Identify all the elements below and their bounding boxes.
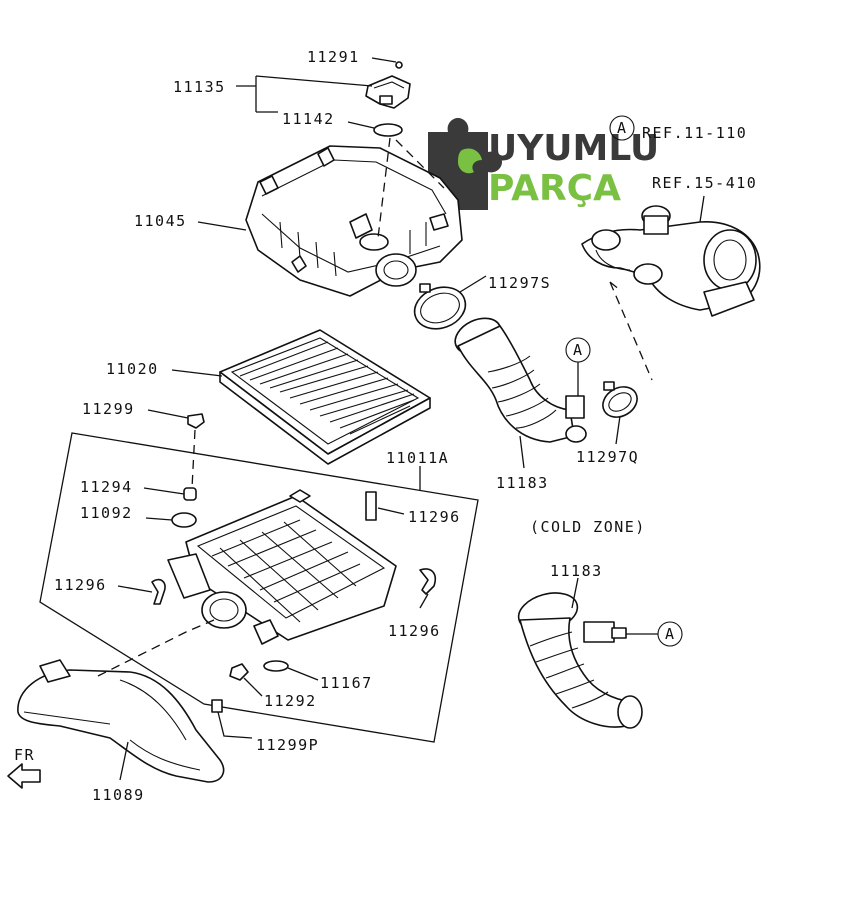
intake-hose-11183-cold-zone [517, 592, 643, 729]
dashed-line-duct-to-case [97, 619, 215, 677]
leader-11045 [197, 221, 247, 231]
leader-11183-cold [571, 577, 579, 609]
ref-a-cold-circle [657, 621, 683, 647]
label-11020: 11020 [106, 360, 159, 378]
label-11142: 11142 [282, 110, 335, 128]
gasket-11167 [263, 660, 289, 672]
label-11297S: 11297S [488, 274, 551, 292]
grommet-11092 [171, 512, 197, 528]
leader-11296-lower [419, 593, 429, 609]
logo-text-parca: PARÇA [488, 168, 621, 209]
label-11135: 11135 [173, 78, 226, 96]
leader-11299 [147, 409, 189, 419]
label-11297Q: 11297Q [576, 448, 639, 466]
lower-case-group-frame [39, 432, 479, 743]
clip-11296-right [419, 568, 436, 595]
air-cleaner-upper-cover-11045 [245, 145, 463, 297]
leader-11296-right [377, 507, 405, 515]
leader-11294 [143, 487, 185, 495]
logo-text-uyumlu: UYUMLU [488, 128, 659, 169]
leader-11135-bracket [236, 75, 373, 113]
airflow-sensor-11135 [365, 61, 411, 109]
leader-11167 [287, 667, 319, 681]
leader-11299P [217, 711, 253, 739]
leader-11297S [459, 275, 487, 293]
label-ref-a-cold: A [665, 625, 676, 643]
intake-hose-11183 [454, 317, 587, 443]
label-ref-a-hose: A [573, 341, 584, 359]
dashed-line-bolt [191, 429, 196, 489]
air-cleaner-lower-case-11011A [167, 489, 397, 645]
turbocharger-ref-15-410 [581, 205, 761, 317]
hose-clamp-11297Q [602, 381, 638, 418]
leader-11183-upper [519, 435, 525, 469]
label-ref-a-top: A [617, 119, 628, 137]
clip-11296-left [151, 578, 166, 605]
label-ref-15-410: REF.15-410 [652, 174, 757, 192]
label-11294: 11294 [80, 478, 133, 496]
label-11045: 11045 [134, 212, 187, 230]
label-11296-right: 11296 [408, 508, 461, 526]
leader-11092 [145, 517, 173, 521]
label-11183-cold: 11183 [550, 562, 603, 580]
leader-ref-15-410 [699, 195, 705, 223]
label-11011A: 11011A [386, 449, 449, 467]
bolt-11299 [187, 413, 205, 429]
leader-11020 [171, 369, 223, 377]
hose-clamp-11297S [413, 283, 467, 330]
dashed-line-sensor-to-cover-2 [395, 139, 445, 189]
label-ref-11-110: REF.11-110 [642, 124, 747, 142]
leader-11142 [347, 121, 375, 129]
collar-11294 [183, 487, 197, 501]
leader-11089 [119, 741, 129, 781]
air-intake-duct-11089 [17, 659, 225, 783]
label-11167: 11167 [320, 674, 373, 692]
label-11089: 11089 [92, 786, 145, 804]
o-ring-11142 [373, 123, 403, 137]
label-11296-lower: 11296 [388, 622, 441, 640]
label-11183-upper: 11183 [496, 474, 549, 492]
leader-11291 [371, 57, 397, 63]
label-11299: 11299 [82, 400, 135, 418]
leader-11292 [243, 677, 263, 697]
label-11296-left: 11296 [54, 576, 107, 594]
label-11292: 11292 [264, 692, 317, 710]
dashed-line-sensor-to-cover [377, 137, 391, 239]
nut-11292 [229, 663, 249, 681]
label-11291: 11291 [307, 48, 360, 66]
front-arrow-icon [7, 763, 41, 789]
dashed-line-turbo-to-clamp [609, 281, 653, 381]
label-fr: FR [14, 746, 35, 764]
ref-a-hose-circle [565, 337, 591, 363]
air-filter-element-11020 [219, 329, 431, 465]
label-11299P: 11299P [256, 736, 319, 754]
label-11092: 11092 [80, 504, 133, 522]
logo-puzzle-piece-icon [458, 148, 482, 174]
leader-11297Q [615, 415, 621, 445]
label-cold-zone: (COLD ZONE) [530, 518, 646, 536]
leader-11296-left [117, 585, 153, 593]
ref-a-top-circle [609, 115, 635, 141]
clip-11296-top [365, 491, 377, 521]
